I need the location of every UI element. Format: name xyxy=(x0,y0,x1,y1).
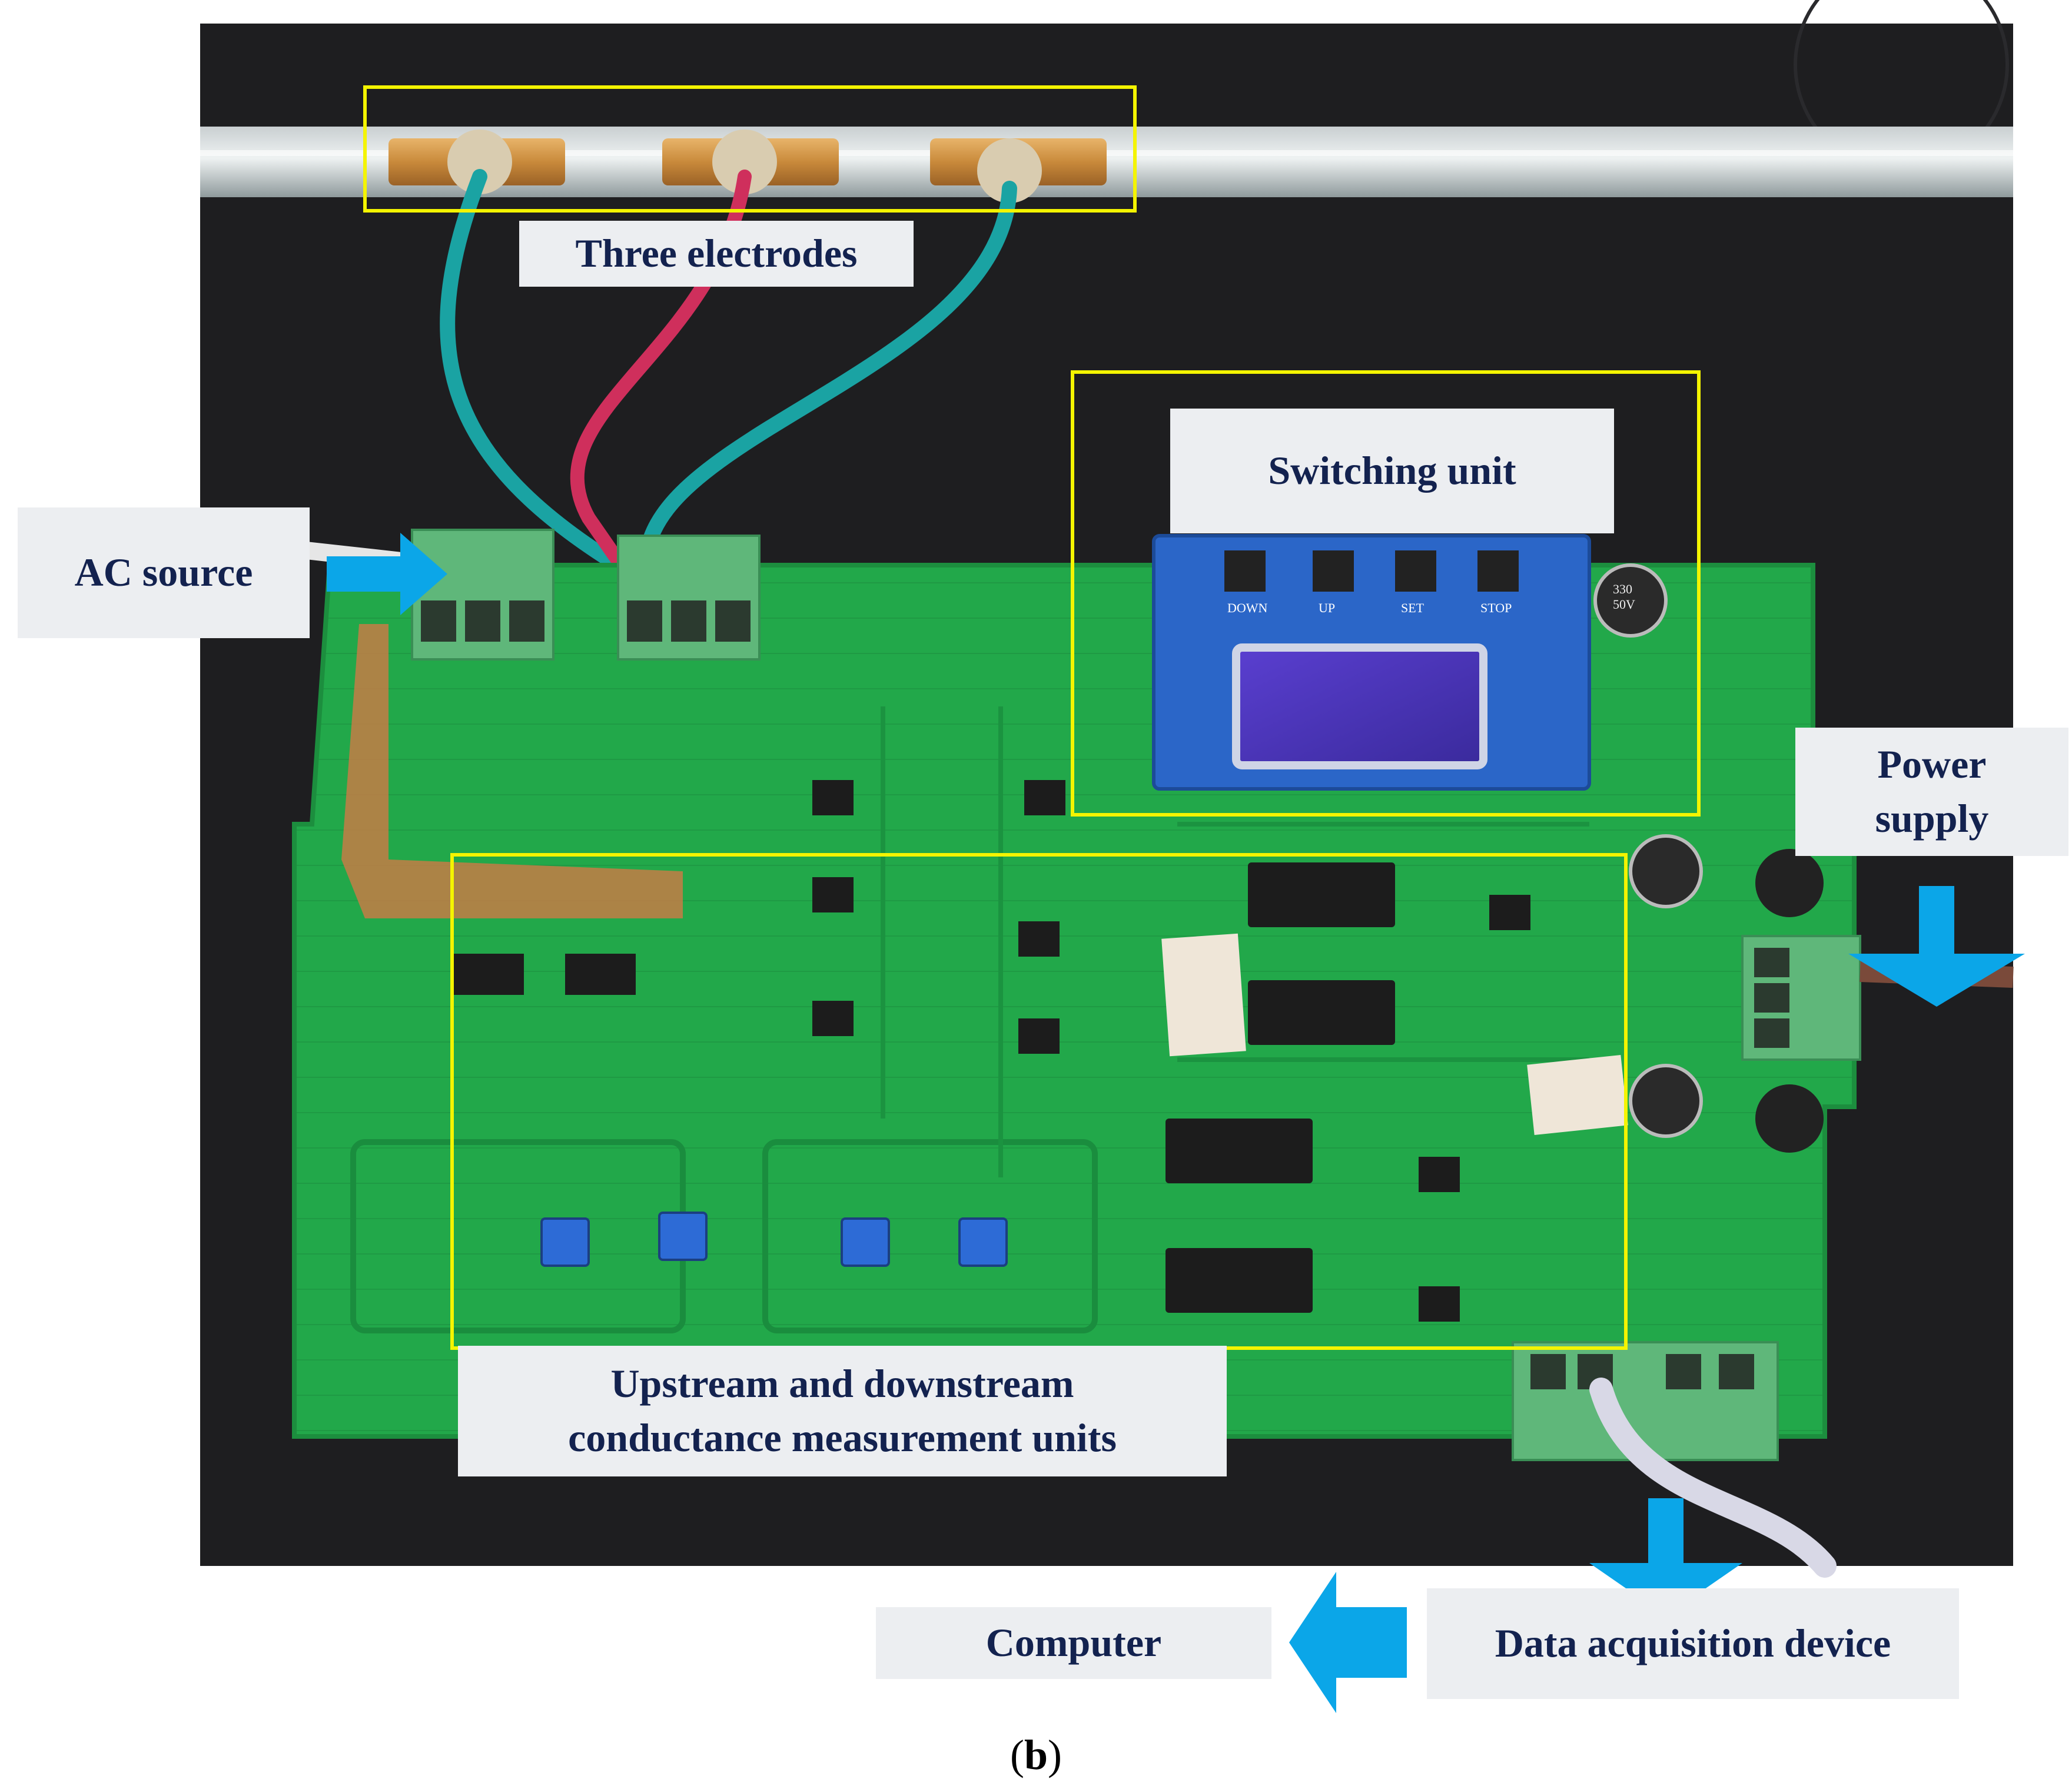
copper-tape xyxy=(341,624,683,918)
arrow-ac-source xyxy=(327,533,447,615)
button-label-up: UP xyxy=(1319,600,1335,615)
handwritten-note-2 xyxy=(1527,1054,1628,1136)
terminal-block-power xyxy=(1741,935,1861,1061)
label-power-supply: Power supply xyxy=(1795,728,2068,856)
label-computer: Computer xyxy=(876,1607,1271,1679)
switching-module: DOWN UP SET STOP xyxy=(1152,534,1591,791)
potentiometers xyxy=(540,1212,1008,1267)
label-data-acquisition: Data acquisition device xyxy=(1427,1588,1959,1699)
inductor-1 xyxy=(1755,849,1824,917)
terminal-block-electrodes xyxy=(617,535,761,661)
label-three-electrodes: Three electrodes xyxy=(519,221,914,287)
highlight-electrodes xyxy=(363,85,1137,213)
arrow-computer xyxy=(1289,1572,1407,1713)
output-cable xyxy=(1589,1378,1837,1578)
arrow-data-acquisition xyxy=(1589,1498,1742,1616)
svg-text:330: 330 xyxy=(1613,582,1632,596)
label-switching-unit: Switching unit xyxy=(1170,409,1614,533)
arrow-power-supply xyxy=(1848,886,2025,1007)
svg-text:50V: 50V xyxy=(1613,597,1635,612)
button-label-stop: STOP xyxy=(1480,600,1512,615)
capacitor-right-2 xyxy=(1629,1064,1703,1138)
label-ac-source: AC source xyxy=(18,507,310,638)
tube-with-electrodes xyxy=(200,127,2013,203)
capacitor-right-1 xyxy=(1629,834,1703,908)
lcd-display xyxy=(1232,643,1487,769)
capacitor-top: 330 50V xyxy=(1593,563,1668,638)
highlight-switching xyxy=(1071,370,1701,817)
terminal-block-ac xyxy=(411,529,554,661)
subfigure-label: (b) xyxy=(1010,1731,1062,1778)
button-label-down: DOWN xyxy=(1227,600,1268,615)
label-measurement-units: Upstream and downstream conductance meas… xyxy=(458,1346,1227,1476)
button-label-set: SET xyxy=(1401,600,1424,615)
terminal-block-output xyxy=(1512,1341,1779,1461)
inductor-2 xyxy=(1755,1084,1824,1153)
handwritten-note xyxy=(1161,933,1246,1057)
ic-chips xyxy=(453,780,1530,1322)
